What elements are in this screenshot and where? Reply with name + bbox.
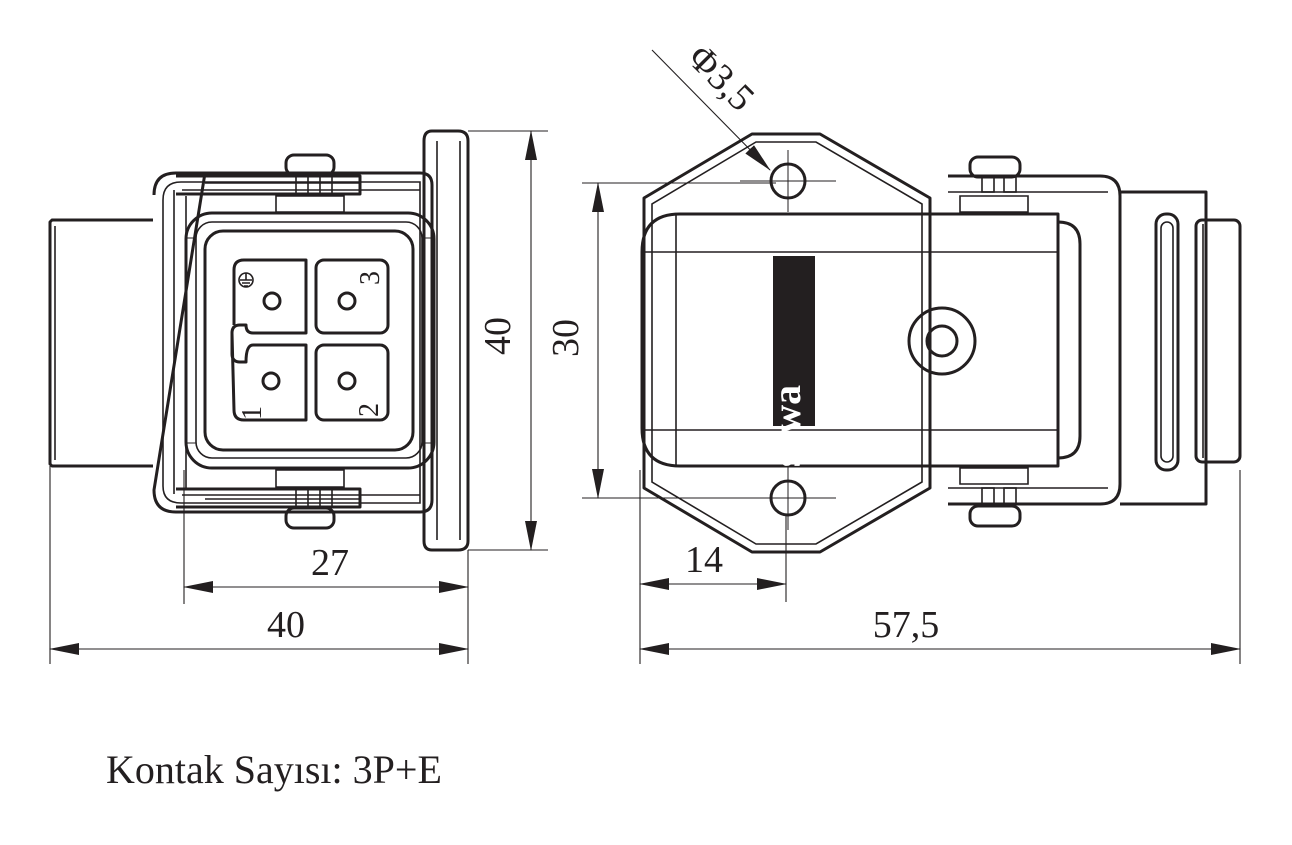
pin-label-2: 2 <box>354 403 385 417</box>
contact-insert: 1 2 3 <box>203 229 415 452</box>
housing-body <box>152 171 436 514</box>
contact-count-caption: Kontak Sayısı: 3P+E <box>106 747 442 792</box>
earth-ground-icon <box>238 272 254 288</box>
dim-inner-width: 27 <box>311 542 349 584</box>
bottom-locking-lever <box>176 469 362 530</box>
mounting-flange <box>422 129 470 552</box>
brand-logo: sewa <box>764 256 815 467</box>
contact-hole <box>337 371 357 391</box>
side-locking-lever <box>948 155 1242 528</box>
brand-mark-text: sewa <box>764 385 809 467</box>
dim-mounting-pitch: 30 <box>545 319 587 357</box>
contact-hole <box>262 291 282 311</box>
side-view: sewa <box>640 132 1242 554</box>
dim-side-length: 57,5 <box>873 604 940 646</box>
dim-hole-diameter: Φ3,5 <box>679 37 762 120</box>
contact-hole <box>261 371 281 391</box>
top-locking-lever <box>176 153 362 213</box>
side-body <box>640 212 1082 468</box>
dim-front-height: 40 <box>477 317 519 355</box>
screw-head <box>907 306 977 376</box>
pin-label-3: 3 <box>355 271 386 285</box>
dim-total-width: 40 <box>267 604 305 646</box>
front-view: 1 2 3 <box>48 129 470 552</box>
dim-hole-offset: 14 <box>685 539 723 581</box>
cable-entry <box>48 218 153 468</box>
contact-hole <box>337 291 357 311</box>
pin-label-1: 1 <box>237 406 268 420</box>
